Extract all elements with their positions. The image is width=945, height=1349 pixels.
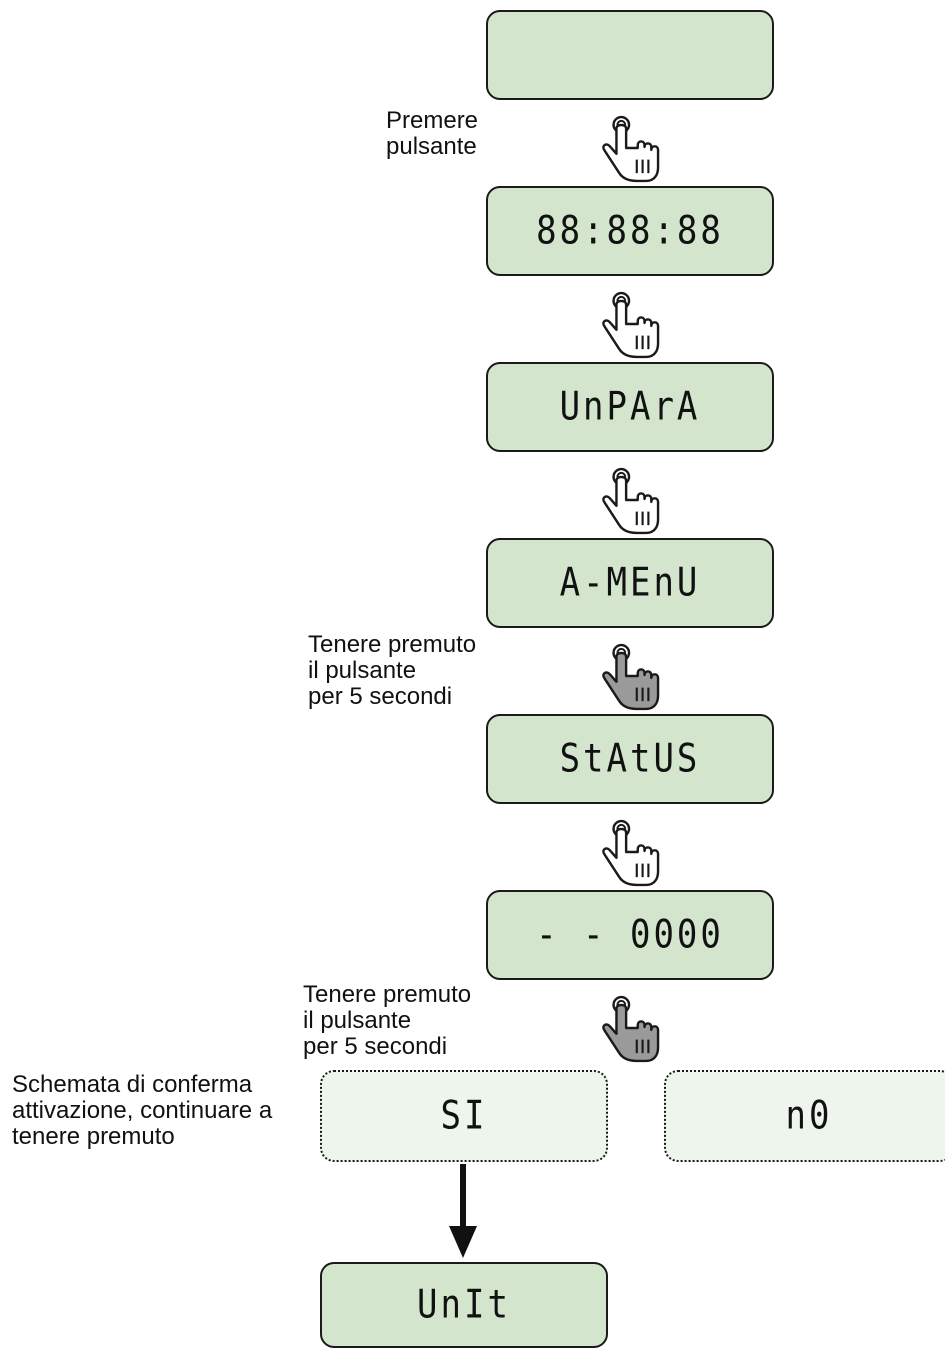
- lcd-text-no: n0: [785, 1093, 833, 1139]
- lcd-screen-blank: [486, 10, 774, 100]
- note-confirm-screen: Schemata di conferma attivazione, contin…: [12, 1071, 273, 1150]
- lcd-text-unit: UnIt: [417, 1282, 511, 1328]
- note-hold-button-1: Tenere premuto il pulsante per 5 secondi: [308, 631, 477, 710]
- lcd-screen-unit: UnIt: [320, 1262, 608, 1348]
- lcd-screen-confirm-si: SI: [320, 1070, 608, 1162]
- note-press-button: Premere pulsante: [386, 107, 479, 160]
- lcd-text-si: SI: [440, 1093, 488, 1139]
- note-hold-button-2: Tenere premuto il pulsante per 5 secondi: [303, 981, 472, 1060]
- lcd-text-status: StAtUS: [559, 736, 701, 782]
- lcd-text-time: 88:88:88: [536, 208, 724, 254]
- lcd-text-unpara: UnPArA: [559, 384, 701, 430]
- lcd-text-amenu: A-MEnU: [559, 560, 701, 606]
- lcd-screen-time: 88:88:88: [486, 186, 774, 276]
- lcd-screen-confirm-no: n0: [664, 1070, 945, 1162]
- lcd-screen-amenu: A-MEnU: [486, 538, 774, 628]
- lcd-screen-status: StAtUS: [486, 714, 774, 804]
- lcd-screen-unpara: UnPArA: [486, 362, 774, 452]
- lcd-screen-code: - - 0000: [486, 890, 774, 980]
- lcd-text-code: - - 0000: [536, 912, 724, 958]
